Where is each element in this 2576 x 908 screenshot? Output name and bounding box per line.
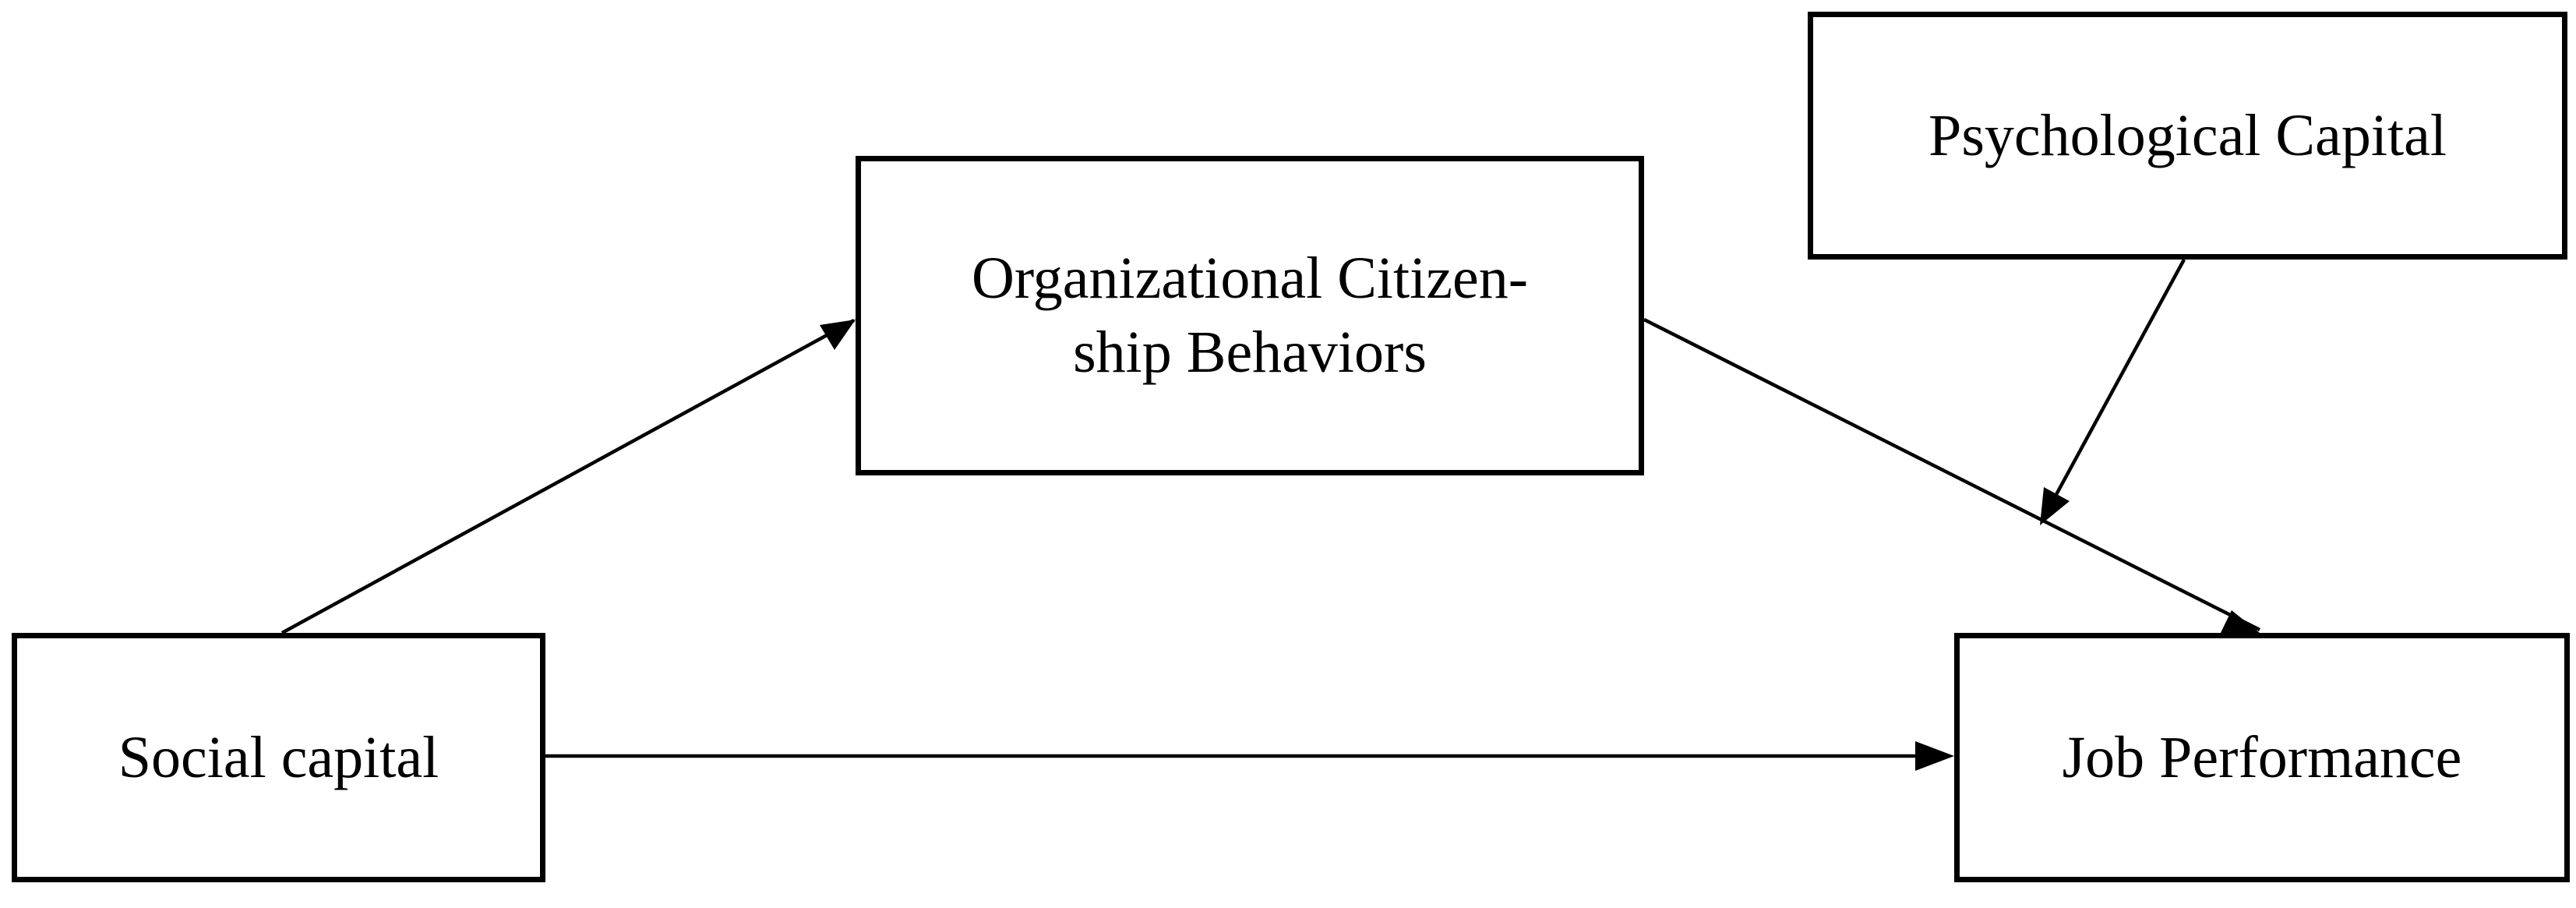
arrowhead-icon: [2219, 610, 2260, 636]
node-label: Organizational Citizen- ship Behaviors: [971, 246, 1529, 385]
node-label: Psychological Capital: [1928, 102, 2447, 168]
arrowhead-icon: [1915, 741, 1954, 771]
edge-social-to-jobperf: [545, 741, 1954, 771]
arrowhead-icon: [820, 320, 856, 350]
edge-ocb-to-jobperf: [1643, 317, 2261, 636]
node-psychological-capital: Psychological Capital: [1808, 12, 2567, 260]
node-job-performance: Job Performance: [1954, 633, 2570, 882]
node-label: Social capital: [118, 724, 439, 790]
arrowhead-icon: [2040, 487, 2070, 525]
edge-psycap-moderation: [2040, 258, 2186, 525]
node-label: Job Performance: [2062, 724, 2462, 790]
edge-social-to-ocb: [281, 319, 856, 634]
node-social-capital: Social capital: [12, 633, 545, 882]
node-organizational-citizenship-behaviors: Organizational Citizen- ship Behaviors: [856, 156, 1644, 475]
